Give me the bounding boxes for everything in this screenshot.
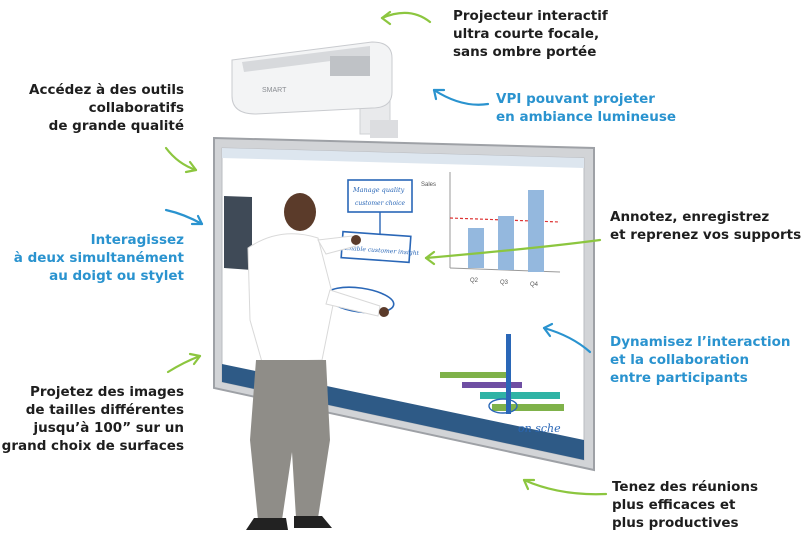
note-customer-choice: customer choice <box>355 200 405 207</box>
arrow-tools <box>164 146 198 172</box>
bar <box>498 216 514 270</box>
callout-projector: Projecteur interactif ultra courte focal… <box>453 8 608 60</box>
screen-gantt-chart: on sche <box>440 334 564 435</box>
arrow-dual-touch <box>164 208 204 226</box>
arrow-dynamize <box>542 326 592 354</box>
callout-annotate: Annotez, enregistrez et reprenez vos sup… <box>610 209 802 243</box>
projector-arm <box>370 120 398 138</box>
tick-label: Q4 <box>530 282 539 288</box>
presenter <box>246 193 389 530</box>
chart-label-sales: Sales <box>421 182 436 188</box>
tick-label: Q2 <box>470 278 479 284</box>
callout-dual-touch: Interagissez à deux simultanément au doi… <box>13 232 184 284</box>
callout-tools: Accédez à des outils collaboratifs de gr… <box>29 82 184 134</box>
note-on-schedule: on sche <box>518 422 561 435</box>
callout-dynamize: Dynamisez l’interaction et la collaborat… <box>610 334 791 386</box>
arrow-annotate <box>424 238 602 260</box>
callout-surfaces: Projetez des images de tailles différent… <box>1 384 184 454</box>
screen-bar-chart: Sales Q2 Q3 Q4 <box>421 172 561 288</box>
callout-meetings: Tenez des réunions plus efficaces et plu… <box>612 479 759 531</box>
tick-label: Q3 <box>500 280 509 286</box>
arrow-bright-room <box>432 88 490 106</box>
bar <box>528 190 544 272</box>
callout-bright-room: VPI pouvant projeter en ambiance lumineu… <box>496 91 677 125</box>
arrow-meetings <box>522 478 608 496</box>
bar <box>468 228 484 268</box>
arrow-surfaces <box>166 354 202 374</box>
projector-brand: SMART <box>262 87 287 94</box>
arrow-projector <box>380 11 432 24</box>
note-manage-quality: Manage quality <box>352 186 405 194</box>
left-toolbar <box>224 196 252 270</box>
